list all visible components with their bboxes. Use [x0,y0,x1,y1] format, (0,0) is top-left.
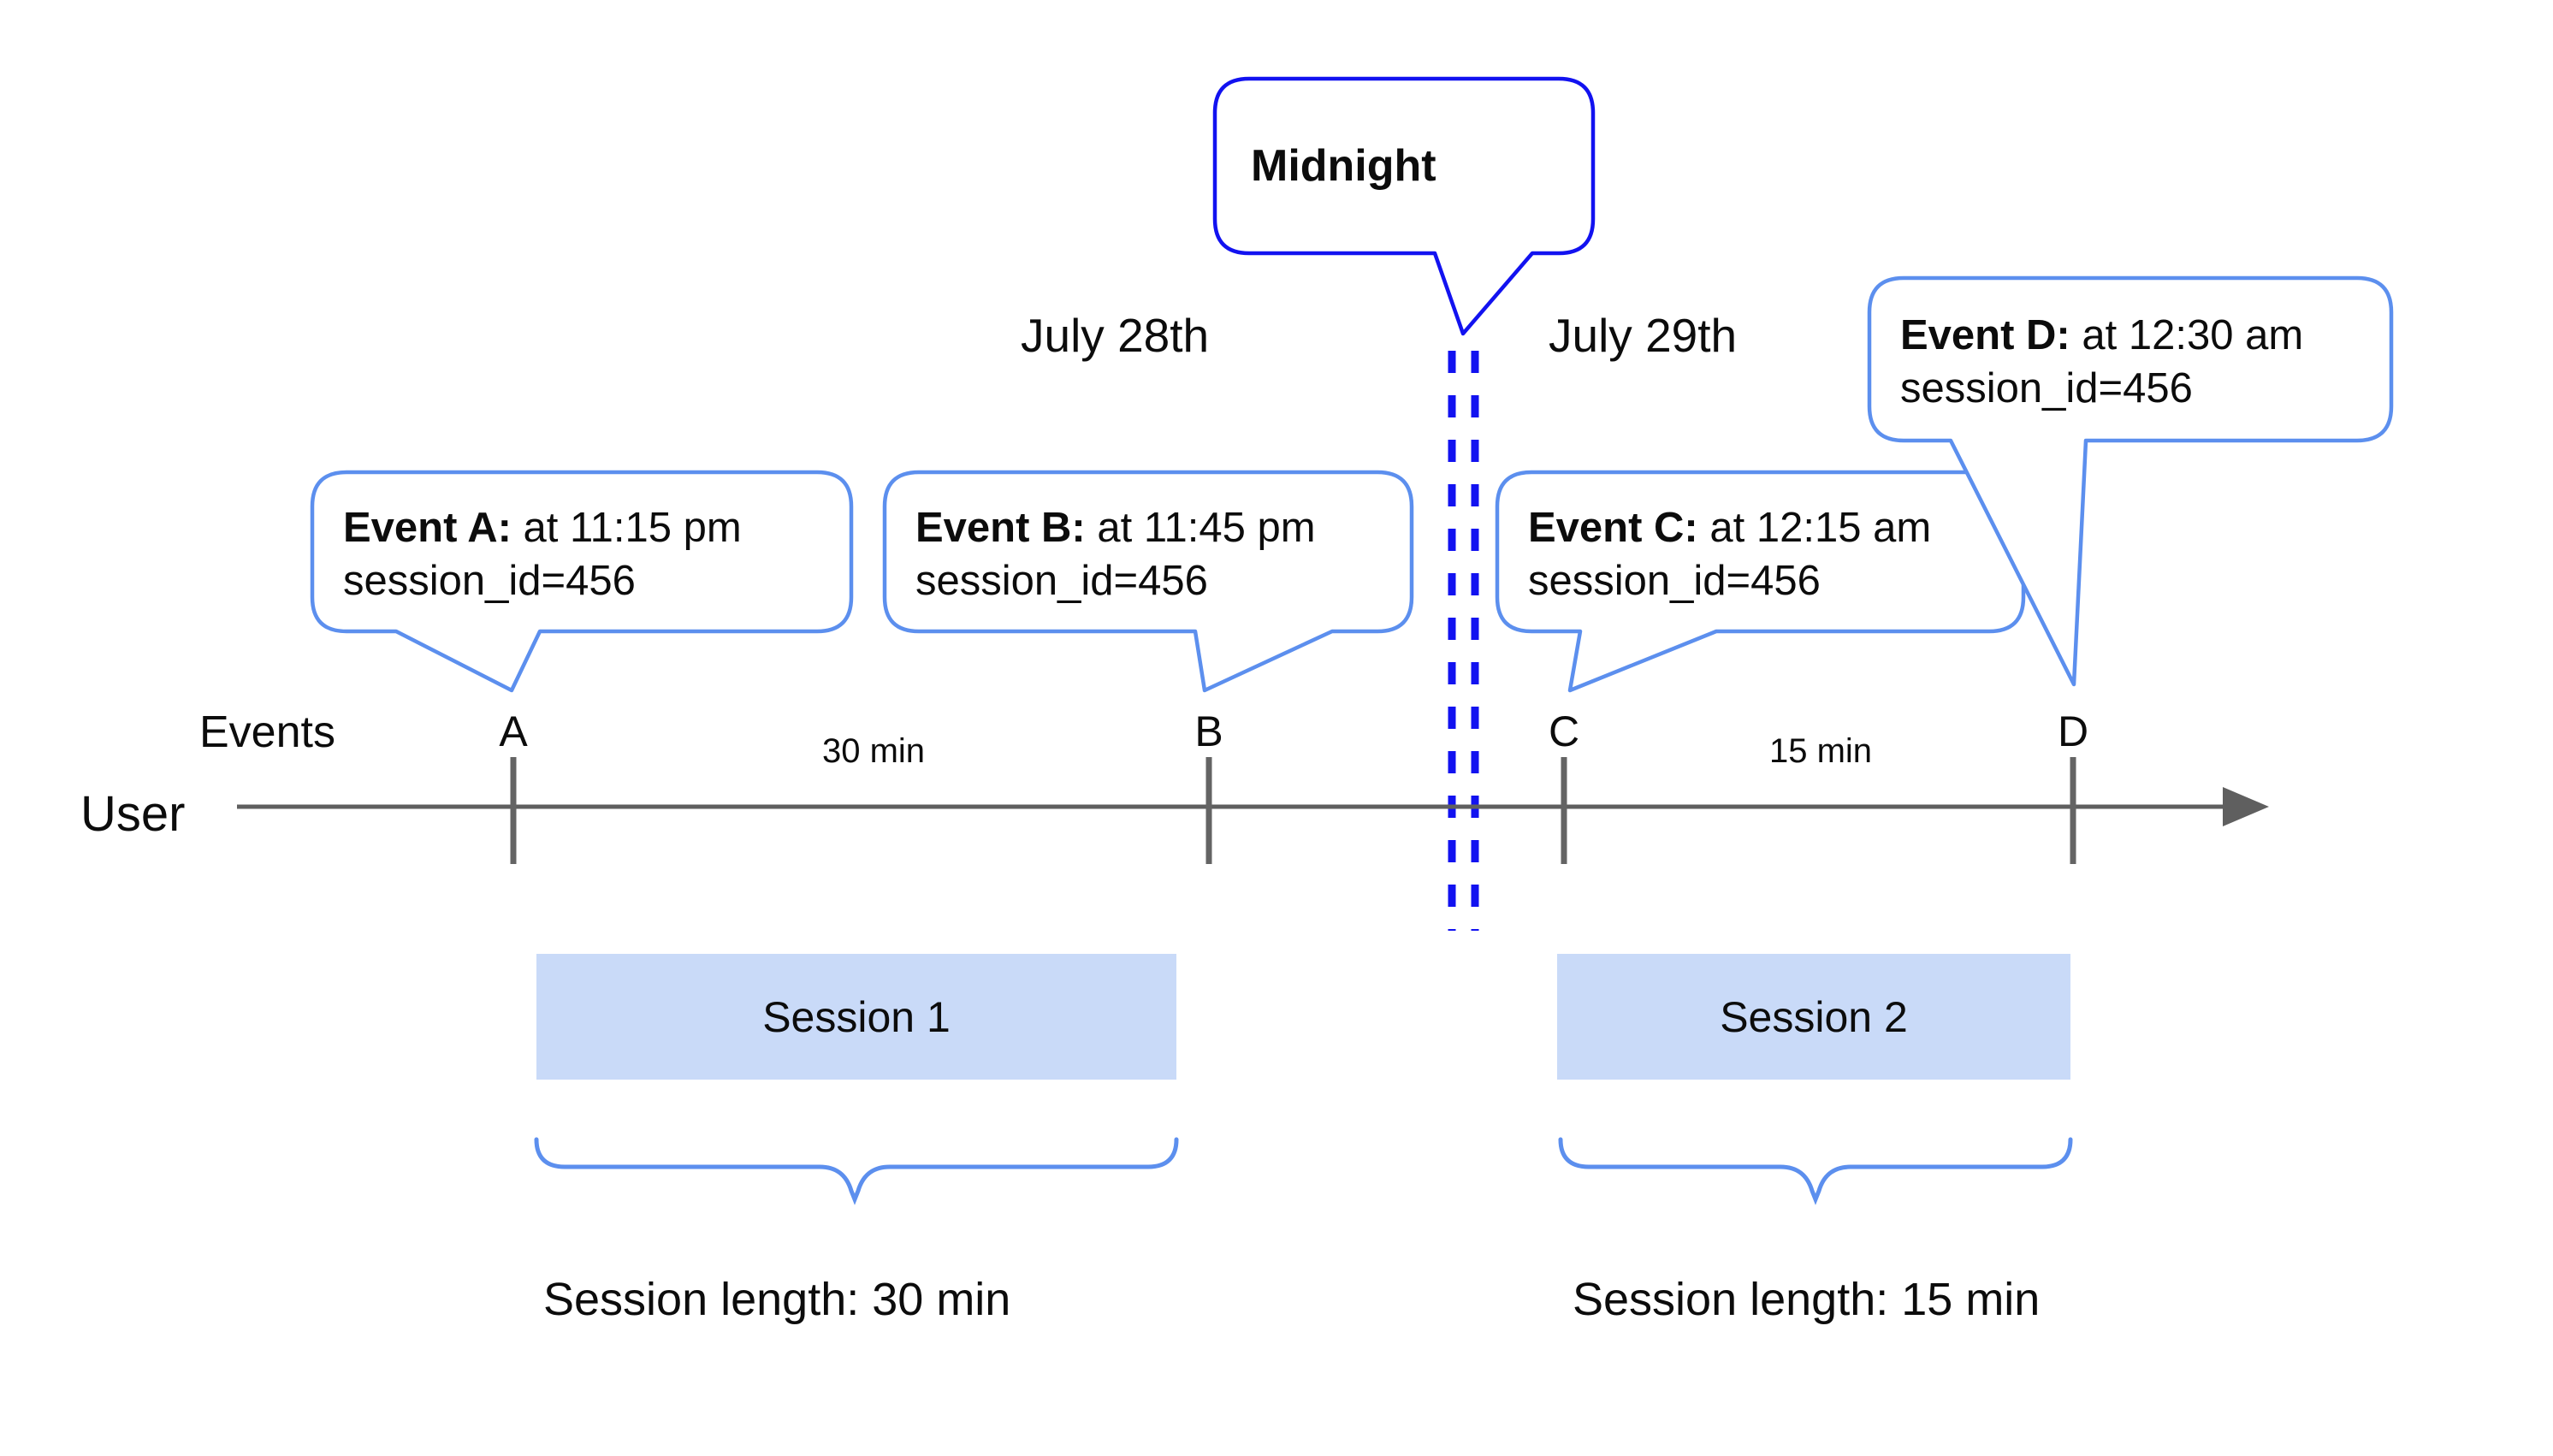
interval-label-15-min: 15 min [1768,732,1873,770]
event-b-callout-text: Event B: at 11:45 pm session_id=456 [885,472,1412,631]
event-c-time: at 12:15 am [1697,505,1932,551]
session-1-label: Session 1 [762,992,951,1041]
session-1-length-label: Session length: 30 min [543,1274,1011,1325]
event-b-title: Event B: [915,505,1086,551]
event-a-callout-text: Event A: at 11:15 pm session_id=456 [312,472,851,631]
timeline-arrow [237,787,2269,826]
event-a-line-1: Event A: at 11:15 pm [343,501,851,554]
event-b-line-1: Event B: at 11:45 pm [915,501,1412,554]
midnight-callout-label: Midnight [1251,141,1436,191]
date-label-july-28: July 28th [1021,309,1210,362]
session-1-box: Session 1 [536,954,1176,1080]
event-b-session-id: session_id=456 [915,558,1208,604]
event-d-time: at 12:30 am [2070,312,2304,358]
event-a-time: at 11:15 pm [511,505,742,551]
date-label-july-29: July 29th [1549,309,1738,362]
event-c-title: Event C: [1528,505,1698,551]
event-d-callout-text: Event D: at 12:30 am session_id=456 [1869,278,2391,441]
event-marker-d: D [2057,707,2089,755]
event-a-callout-bubble [310,470,854,693]
midnight-dashed-lines [1448,351,1479,931]
events-axis-label: Events [199,707,335,757]
session-2-box: Session 2 [1557,954,2070,1080]
session-2-length-label: Session length: 15 min [1573,1274,2041,1325]
event-d-line-1: Event D: at 12:30 am [1900,309,2391,362]
session-1-brace [534,1137,1179,1205]
session-2-brace [1558,1137,2073,1205]
event-d-session-id: session_id=456 [1900,365,2193,411]
event-c-session-id: session_id=456 [1528,558,1821,604]
event-marker-c: C [1548,707,1580,755]
midnight-callout-bubble [1212,76,1596,336]
event-b-time: at 11:45 pm [1085,505,1316,551]
event-tick-marks [510,757,2076,864]
event-a-session-id: session_id=456 [343,558,636,604]
event-c-line-1: Event C: at 12:15 am [1528,501,2023,554]
session-2-label: Session 2 [1720,992,1908,1041]
event-d-callout-bubble [1867,275,2394,687]
event-b-callout-bubble [882,470,1414,693]
event-c-callout-text: Event C: at 12:15 am session_id=456 [1497,472,2023,631]
event-d-title: Event D: [1900,312,2070,358]
event-a-title: Event A: [343,505,512,551]
event-marker-b: B [1194,707,1223,755]
arrowhead-icon [2223,787,2269,826]
event-marker-a: A [499,707,528,755]
user-axis-label: User [80,786,186,842]
interval-label-30-min: 30 min [821,732,926,770]
